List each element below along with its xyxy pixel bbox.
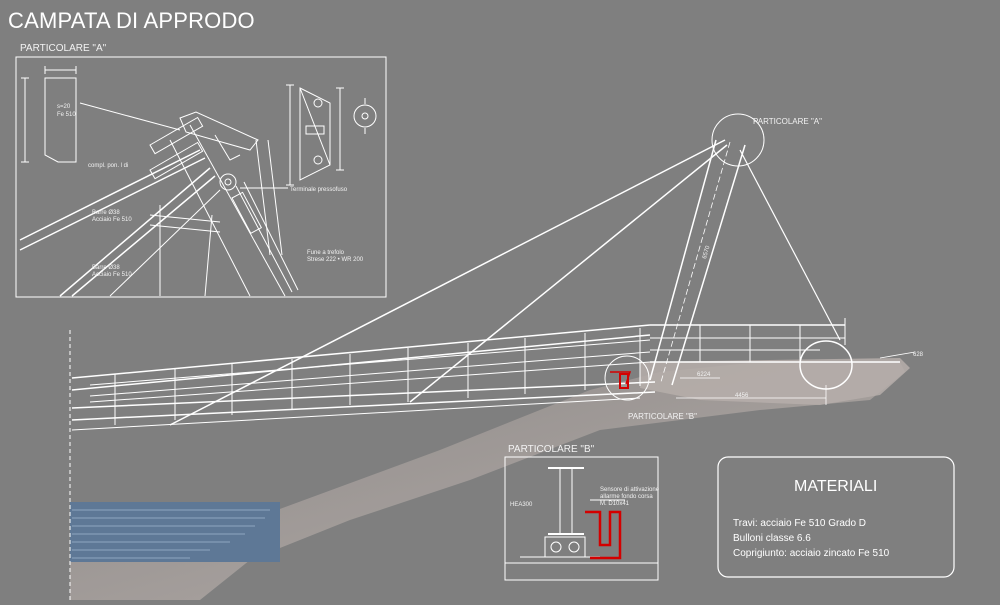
page-title: CAMPATA DI APPRODO (8, 8, 255, 33)
detail-a-bars1-label-1: Barre Ø38 (92, 210, 120, 216)
detail-a-frame (15, 56, 387, 298)
detail-a-drawing (19, 66, 377, 297)
detail-b-beam-label: HEA300 (510, 502, 533, 508)
detail-b-frame (504, 456, 659, 581)
detail-a-plate-label-1: s=20 (57, 104, 71, 110)
detail-a-compl-label: compl. pon. l di (88, 163, 129, 169)
main-detail-a-label: PARTICOLARE "A" (753, 117, 822, 126)
detail-b-note-2: allarme fondo corsa (600, 494, 653, 500)
detail-b-drawing (505, 467, 658, 564)
dim-small: 6224 (697, 372, 711, 378)
detail-a-bars1-label-2: Acciaio Fe 510 (92, 217, 132, 223)
detail-a-rope-label-2: Strese 222 • WR 200 (307, 257, 364, 263)
detail-b-note-3: M. D10x41 (600, 501, 630, 507)
main-structure (71, 113, 916, 431)
detail-b-title: PARTICOLARE "B" (508, 444, 595, 455)
detail-b-note-1: Sensore di attivazione (600, 487, 660, 493)
detail-b-highlight (585, 510, 622, 560)
detail-a-bars2-label-2: Acciaio Fe 510 (92, 272, 132, 278)
materials-list: Travi: acciaio Fe 510 Grado D Bulloni cl… (733, 516, 889, 561)
main-highlight-marker-2 (610, 371, 632, 385)
materials-item: Travi: acciaio Fe 510 Grado D (733, 518, 867, 529)
materials-item: Bulloni classe 6.6 (733, 533, 811, 544)
main-highlight-marker (619, 373, 629, 389)
detail-a-terminal-label: Terminale pressofuso (290, 187, 348, 193)
ground-right (640, 358, 910, 405)
main-detail-b-label: PARTICOLARE "B" (628, 412, 697, 421)
dim-right: 628 (913, 352, 924, 358)
detail-a-plate-label-2: Fe 510 (57, 112, 76, 118)
detail-a-bars2-label-1: Barre Ø38 (92, 265, 120, 271)
materials-title: MATERIALI (794, 478, 878, 495)
water-area (70, 502, 280, 562)
materials-box (717, 456, 955, 578)
detail-a-title: PARTICOLARE "A" (20, 43, 107, 54)
detail-a-rope-label-1: Fune a trefolo (307, 250, 345, 256)
materials-item: Coprigiunto: acciaio zincato Fe 510 (733, 548, 890, 559)
dim-base: 4456 (735, 393, 749, 399)
